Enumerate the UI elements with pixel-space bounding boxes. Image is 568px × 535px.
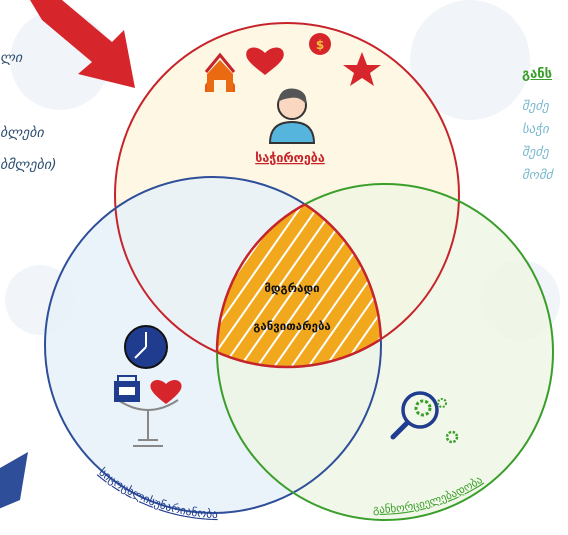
center-label-line1: მდგრადი — [264, 281, 319, 295]
left-text-line2: ბლები — [0, 125, 44, 141]
red-arrow-icon — [30, 0, 135, 88]
small-heart-icon — [150, 379, 182, 404]
left-text-line3: ბმლები) — [0, 157, 57, 173]
right-text-line2: საჭი — [522, 122, 549, 137]
top-circle-label: საჭიროება — [255, 150, 325, 165]
right-text-line3: შეძე — [522, 145, 549, 160]
heart-icon — [246, 47, 284, 75]
right-text-line4: მომძ — [522, 168, 553, 183]
clock-icon — [124, 325, 168, 369]
center-label-line2: განვითარება — [253, 319, 331, 333]
magnifier-gears-icon — [390, 391, 459, 444]
blue-arrow-icon — [0, 452, 28, 509]
star-icon — [343, 52, 381, 86]
left-text-line1: ლი — [0, 50, 23, 66]
right-text-line1: შეძე — [522, 99, 549, 114]
svg-text:$: $ — [316, 38, 324, 52]
right-heading: განს — [522, 67, 553, 82]
person-icon — [268, 88, 316, 144]
house-icon — [204, 52, 236, 92]
briefcase-icon — [114, 375, 140, 402]
balance-scale-icon — [117, 399, 179, 447]
dollar-coin-icon: $ — [309, 33, 331, 55]
